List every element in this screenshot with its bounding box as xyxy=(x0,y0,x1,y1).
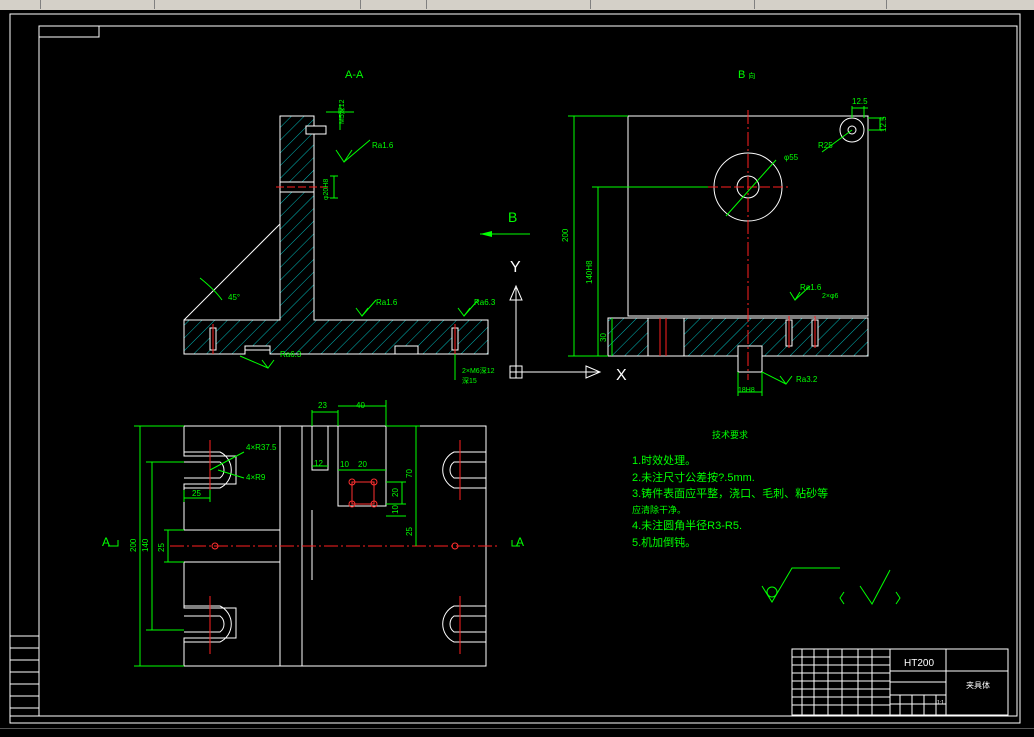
view-b-body xyxy=(607,110,869,380)
roughness-label: Ra6.3 xyxy=(474,298,496,307)
dim-label: R25 xyxy=(818,141,833,150)
view-direction-arrow xyxy=(480,231,530,237)
cut-label: A xyxy=(102,535,110,549)
dim-label: 25 xyxy=(157,543,166,552)
part-name-label: 夹具体 xyxy=(966,680,990,690)
ucs-icon xyxy=(509,284,602,379)
dim-label: 20 xyxy=(391,488,400,497)
note-item: 3.铸件表面应平整，浇口、毛刺、粘砂等 xyxy=(632,486,828,500)
dim-label: 12.5 xyxy=(879,116,888,132)
dim-label: 25 xyxy=(405,527,414,536)
technical-notes: 技术要求 1.时效处理。 2.未注尺寸公差按?.5mm. 3.铸件表面应平整，浇… xyxy=(632,429,828,549)
corner-box xyxy=(38,25,100,38)
section-aa-label: A-A xyxy=(345,69,364,81)
note-item: 应清除干净。 xyxy=(632,504,686,515)
dim-label: 30 xyxy=(599,333,608,342)
dim-label: 25 xyxy=(192,489,201,498)
linetype-dropdown[interactable] xyxy=(594,0,755,9)
drawing-svg[interactable]: A-A M5深12 Ra1.6 φ20H8 45 xyxy=(0,10,1034,728)
dim-label: 40 xyxy=(356,401,365,410)
inner-frame xyxy=(38,25,1018,717)
note-item: 5.机加倒钝。 xyxy=(632,535,696,549)
angle-label: 45° xyxy=(228,293,240,302)
dim-label: M5深12 xyxy=(337,99,346,124)
dim-label: 12 xyxy=(314,459,323,468)
dim-label: 深15 xyxy=(462,376,477,385)
outer-frame xyxy=(9,13,1021,724)
arrow-b-label: B xyxy=(508,209,517,225)
roughness-label: Ra1.6 xyxy=(800,283,822,292)
color-dropdown[interactable] xyxy=(430,0,591,9)
toolbar-group[interactable] xyxy=(366,0,427,9)
dim-label: 70 xyxy=(405,469,414,478)
dim-label: 200 xyxy=(561,228,570,242)
command-line[interactable] xyxy=(0,728,1034,737)
dim-label: φ20H8 xyxy=(323,179,330,200)
dim-label: 23 xyxy=(318,401,327,410)
section-aa-texts: M5深12 Ra1.6 φ20H8 45° Ra1.6 Ra6.3 Ra6.3 … xyxy=(228,99,496,385)
lineweight-dropdown[interactable] xyxy=(758,0,887,9)
dim-label: 18H8 xyxy=(738,387,755,394)
dim-label: 140 xyxy=(141,538,150,552)
dim-label: 20 xyxy=(358,460,367,469)
dim-label: 4×R9 xyxy=(246,473,266,482)
material-label: HT200 xyxy=(904,658,934,669)
dim-label: 2×φ6 xyxy=(822,293,839,300)
dim-label: 12.5 xyxy=(852,97,868,106)
dim-label: 4×R37.5 xyxy=(246,443,277,452)
roughness-label: Ra1.6 xyxy=(372,141,394,150)
toolbar-button[interactable] xyxy=(0,0,41,9)
dim-label: 10 xyxy=(340,460,349,469)
note-item: 2.未注尺寸公差按?.5mm. xyxy=(632,470,755,484)
section-aa-view xyxy=(183,115,489,355)
cut-label: A xyxy=(516,535,524,549)
view-b-label: B 向 xyxy=(738,69,755,81)
axis-y-label: Y xyxy=(510,259,521,276)
dim-label: 200 xyxy=(129,538,138,552)
layer-dropdown[interactable] xyxy=(160,0,361,9)
dim-label: φ55 xyxy=(784,153,799,162)
view-b-dims xyxy=(568,106,884,396)
plotstyle-dropdown[interactable] xyxy=(890,0,1034,9)
left-strip xyxy=(9,635,40,717)
axis-x-label: X xyxy=(616,367,627,384)
drawing-canvas[interactable]: A-A M5深12 Ra1.6 φ20H8 45 xyxy=(0,10,1034,728)
roughness-label: Ra3.2 xyxy=(796,375,818,384)
dim-label: 2×M6深12 xyxy=(462,366,495,375)
roughness-symbols xyxy=(761,567,901,605)
dim-label: 10 xyxy=(391,505,400,514)
scale-label: 1:1 xyxy=(937,700,944,706)
plan-texts: 23 40 12 10 20 70 20 10 25 4×R37.5 4×R9 … xyxy=(102,401,524,552)
roughness-label: Ra1.6 xyxy=(376,298,398,307)
dim-label: 140H8 xyxy=(585,260,594,284)
title-block xyxy=(791,648,1009,716)
note-item: 1.时效处理。 xyxy=(632,453,696,467)
note-item: 4.未注圆角半径R3-R5. xyxy=(632,518,742,532)
roughness-label: Ra6.3 xyxy=(280,350,302,359)
section-aa-dims xyxy=(199,104,479,380)
toolbar-group[interactable] xyxy=(44,0,155,9)
view-b-texts: 200 140H8 30 φ55 12.5 12.5 R25 Ra1.6 2×φ… xyxy=(561,97,888,394)
plan-dims xyxy=(108,400,520,667)
notes-title: 技术要求 xyxy=(712,429,748,440)
